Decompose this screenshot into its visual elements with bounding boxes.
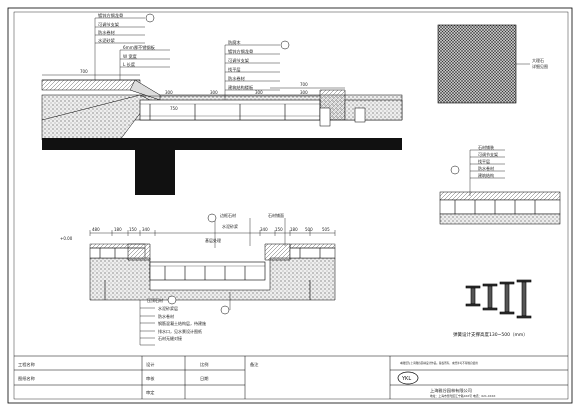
detail-right [439, 149, 561, 225]
tile-note-1: 大理石 [532, 57, 544, 63]
title-block [14, 355, 568, 399]
bottom-section [89, 213, 336, 346]
bottom-label-1: 边框石材 [220, 212, 236, 218]
dim-top-3: 300 [165, 90, 173, 95]
callout-top-left-4: 水泥砂浆 [98, 37, 116, 44]
dim-bottom-5: 340 [260, 227, 268, 232]
callout-dim-3: L 长度 [123, 61, 136, 68]
tile-note-2: 详细见图 [532, 63, 548, 69]
detail-right-1: 石材铺装 [478, 144, 494, 150]
inner-border [13, 11, 569, 400]
callout-top-left-3: 防水卷材 [98, 29, 115, 36]
detail-right-2: 可调节支架 [478, 151, 498, 157]
dim-bottom-1: 480 [92, 227, 100, 232]
dim-top-4: 300 [210, 90, 218, 95]
dim-bottom-7: 180 [290, 227, 298, 232]
tb-scale-label: 比例 [200, 361, 208, 368]
dim-top-1: 700 [80, 69, 88, 74]
callout-dim-2: W 宽度 [123, 53, 138, 60]
tb-design-label: 设计 [146, 361, 154, 368]
callout-top-left-1: 镀锌方钢龙骨 [98, 12, 123, 19]
logo-text: YKL [401, 376, 411, 382]
tb-approve-label: 审定 [146, 389, 154, 396]
dim-top-2: 700 [300, 82, 308, 87]
bottom-elev: +0.00 [60, 236, 73, 241]
detail-right-3: 找平层 [478, 158, 490, 164]
tb-company-note: 地址：上海市普陀区江宁路XXX号 电话：021-XXXX [430, 394, 495, 398]
sheet-border [7, 7, 573, 404]
callout-top-mid-3: 可调节支架 [228, 57, 249, 64]
tile-texture [437, 24, 530, 104]
tb-date-label: 日期 [200, 376, 208, 382]
bottom-note-5: 排水口，见水景设计图纸 [158, 328, 202, 334]
dim-top-7: 750 [170, 106, 178, 111]
dim-bottom-9: 505 [322, 227, 330, 232]
tb-header-note: 本图纸为上海雅谷园林设计作品，版权所有，未经许可不得擅自使用 [400, 361, 478, 365]
bottom-label-2: 水泥砂浆 [222, 223, 238, 229]
top-section [41, 13, 403, 195]
callout-top-mid-5: 防水卷材 [228, 75, 245, 82]
callout-top-mid-2: 镀锌方钢龙骨 [228, 48, 253, 55]
pedestal-caption: 弹簧设计支撑高度130~500（mm） [453, 331, 528, 338]
callout-top-mid-1: 防腐木 [228, 39, 241, 46]
dim-bottom-6: 150 [275, 227, 283, 232]
company-logo: YKL [397, 371, 419, 385]
dim-bottom-3: 150 [129, 227, 137, 232]
callout-top-left-2: 可调节支架 [98, 21, 119, 28]
tb-company: 上海雅谷园林有限公司 [430, 387, 472, 394]
dim-top-6: 300 [300, 90, 308, 95]
dim-top-5: 300 [255, 90, 263, 95]
bottom-label-4: 基层处理 [205, 237, 221, 243]
bottom-label-3: 石材铺面 [268, 212, 284, 218]
detail-right-5: 建筑结构 [478, 172, 494, 178]
tb-project-label: 工程名称 [18, 361, 35, 368]
dim-bottom-4: 340 [142, 227, 150, 232]
tb-drawing-label: 图纸名称 [18, 375, 35, 382]
dim-bottom-8: 500 [305, 227, 313, 232]
bottom-note-1: 压顶石材 [147, 297, 163, 303]
bottom-note-4: 钢筋混凝土结构层，待建施 [158, 320, 206, 326]
dim-bottom-2: 180 [114, 227, 122, 232]
pedestal-illustration [465, 279, 532, 319]
callout-top-mid-4: 找平层 [228, 66, 241, 73]
tb-note-label: 备注 [250, 361, 259, 368]
bottom-note-2: 水泥砂浆层 [158, 305, 178, 311]
tb-check-label: 审核 [146, 375, 155, 382]
bottom-note-6: 石材无缝对接 [158, 335, 182, 341]
detail-right-4: 防水卷材 [478, 165, 494, 171]
callout-top-mid-6: 建筑结构楼板 [228, 84, 254, 91]
callout-dim-1: 6mm厚不锈钢板 [123, 44, 156, 51]
bottom-note-3: 防水卷材 [158, 313, 174, 319]
